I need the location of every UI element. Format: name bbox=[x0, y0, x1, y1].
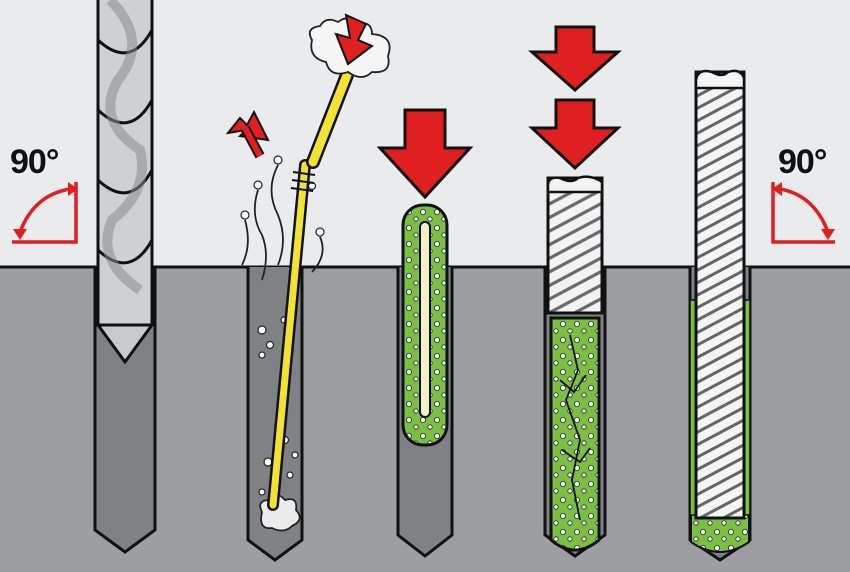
threaded-rod-insert-icon bbox=[546, 175, 604, 315]
cured-resin bbox=[689, 299, 751, 553]
air-out-arrow-icon bbox=[225, 109, 270, 159]
crushed-capsule bbox=[549, 316, 601, 552]
drill-bit-icon bbox=[95, 0, 155, 365]
angle-label-left: 90° bbox=[10, 143, 59, 181]
push-arrow-icon bbox=[376, 108, 474, 200]
step-set bbox=[688, 69, 752, 562]
dust-cloud-bottom bbox=[259, 494, 301, 532]
anchor-set-icon bbox=[694, 69, 746, 520]
resin-capsule-icon bbox=[401, 203, 449, 447]
blow-tube-icon bbox=[267, 68, 354, 511]
air-in-arrow-icon bbox=[334, 13, 374, 66]
push-arrow-icon-upper bbox=[528, 25, 622, 93]
step-drill bbox=[93, 0, 157, 554]
dust-particles bbox=[240, 155, 325, 496]
dust-swirl-lines bbox=[241, 164, 324, 281]
push-arrow-icon-lower bbox=[528, 98, 622, 171]
right-angle-icon-left bbox=[12, 182, 78, 244]
step-insert bbox=[528, 25, 622, 558]
step-clean bbox=[225, 13, 391, 562]
step-capsule bbox=[376, 108, 474, 558]
right-angle-icon-right bbox=[771, 182, 835, 244]
angle-label-right: 90° bbox=[778, 143, 827, 181]
